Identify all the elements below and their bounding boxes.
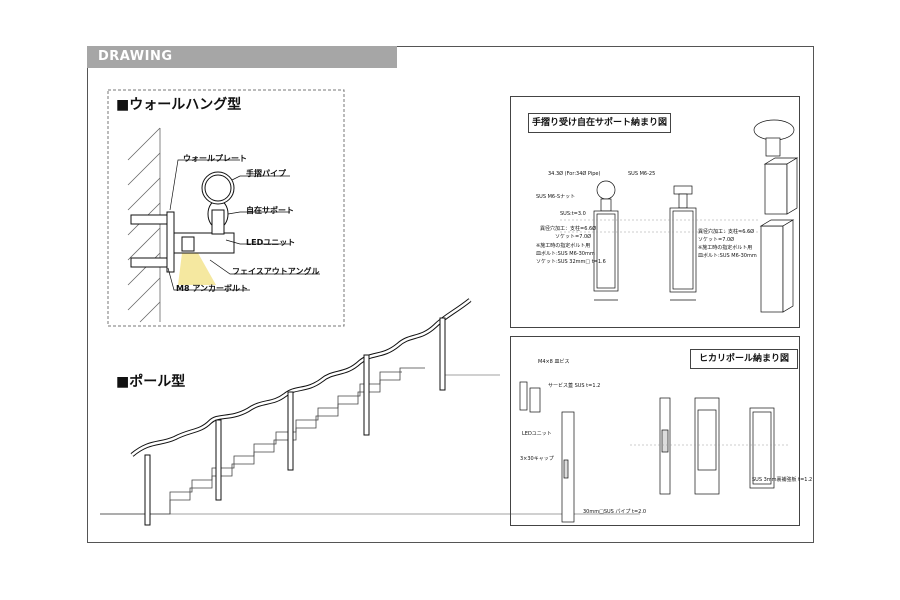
pole-heading: ■ポール型 [116,374,186,390]
header-bar [87,46,397,68]
anchor-bolt-lower [130,257,168,268]
support-note-12: ※施工時の指定ボルト用 [698,245,753,251]
support-note-7: ※施工時の指定ボルト用 [536,243,591,249]
label-free-support: 自在サポート [246,206,294,215]
support-note-1: 34.3Ø (For:34Ø Pipe) [548,171,601,177]
support-note-4: SUS:t=3.0 [560,211,586,217]
drawing-frame [87,46,814,543]
led-glow [178,253,216,285]
support-note-9: ソケット:SUS 32mm□ t=1.6 [536,259,606,265]
support-detail-title: 手摺り受け自在サポート納まり図 [528,113,671,133]
label-anchor-bolt: M8 アンカーボルト [176,284,248,293]
support-note-8: 皿ボルト:SUS M6-30mm [536,251,595,257]
support-note-6: ソケット=7.0Ø [555,234,592,240]
support-note-5: 異径穴加工：支柱=6.6Ø [540,226,597,232]
pole-note-5: 30mm□SUS パイプ t=2.0 [583,509,647,515]
wall-hang-heading: ■ウォールハング型 [116,97,242,113]
support-note-3: SUS M6-Sナット [536,194,576,200]
support-note-11: ソケット=7.0Ø [698,237,735,243]
label-led-unit: LEDユニット [246,238,296,247]
label-face-out-angle: フェイスアウトアングル [232,267,320,276]
pole-note-1: M4×8 皿ビス [538,359,570,365]
support-note-2: SUS M6-25 [628,171,656,177]
anchor-bolt-upper [130,214,168,225]
wall-hatching [127,127,161,323]
pole-note-4: 3×30キャップ [520,456,554,462]
label-handrail-pipe: 手摺パイプ [246,169,286,178]
stair-steps [100,367,425,515]
pole-note-6: SUS 3mm裏補強板 t=1.2 [752,477,813,483]
header-title: DRAWING [98,49,173,64]
wall-hang-dashed-box [107,89,345,327]
support-detail-panel [510,96,800,328]
support-note-13: 皿ボルト:SUS M6-30mm [698,253,757,259]
stair-posts [144,317,446,526]
label-wall-plate: ウォールプレート [183,154,247,163]
support-note-10: 異径穴加工：支柱=6.6Ø [698,229,755,235]
pole-detail-title: ヒカリポール納まり図 [690,349,798,369]
handrail-pipe [201,171,235,205]
pole-note-2: サービス蓋 SUS t=1.2 [548,383,601,389]
pole-note-3: LEDユニット [522,431,552,437]
pole-detail-panel [510,336,800,526]
